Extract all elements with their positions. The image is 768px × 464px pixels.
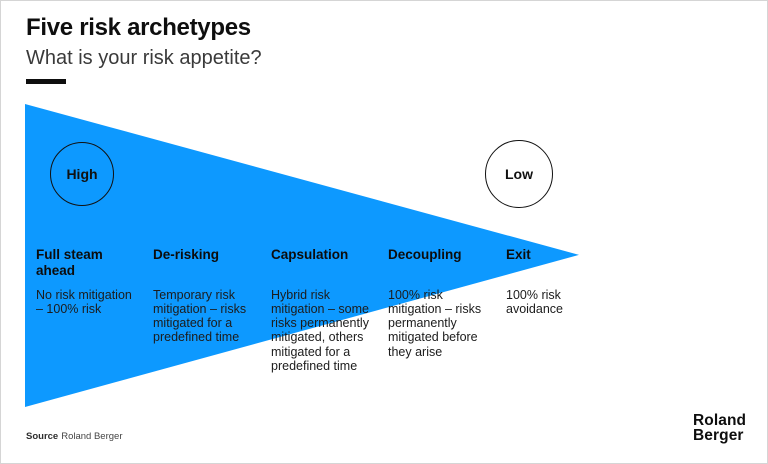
archetype-title-exit: Exit bbox=[506, 247, 531, 262]
page-subtitle: What is your risk appetite? bbox=[26, 47, 262, 69]
low-risk-circle: Low bbox=[485, 140, 553, 208]
title-underline-rule bbox=[26, 79, 66, 84]
logo-line-1: Roland bbox=[693, 412, 747, 429]
archetype-title-decoupling: Decoupling bbox=[388, 247, 462, 262]
archetype-desc-decoupling: 100% risk mitigation – risks permanently… bbox=[388, 288, 482, 359]
roland-berger-logo: Roland Berger bbox=[693, 412, 747, 444]
page-title: Five risk archetypes bbox=[26, 14, 251, 41]
low-risk-label: Low bbox=[505, 166, 533, 182]
high-risk-label: High bbox=[66, 166, 98, 182]
source-label: Source bbox=[26, 431, 59, 442]
archetype-title-full-steam-ahead: Full steam ahead bbox=[36, 247, 103, 278]
archetype-desc-de-risking: Temporary risk mitigation – risks mitiga… bbox=[153, 288, 247, 345]
logo-line-2: Berger bbox=[693, 427, 744, 444]
high-risk-circle: High bbox=[50, 142, 114, 206]
archetype-desc-capsulation: Hybrid risk mitigation – some risks perm… bbox=[271, 288, 369, 373]
archetype-desc-exit: 100% risk avoidance bbox=[506, 288, 563, 317]
source-value: Roland Berger bbox=[61, 431, 123, 442]
archetype-title-de-risking: De-risking bbox=[153, 247, 220, 262]
archetype-desc-full-steam-ahead: No risk mitigation – 100% risk bbox=[36, 288, 132, 317]
archetype-title-capsulation: Capsulation bbox=[271, 247, 349, 262]
